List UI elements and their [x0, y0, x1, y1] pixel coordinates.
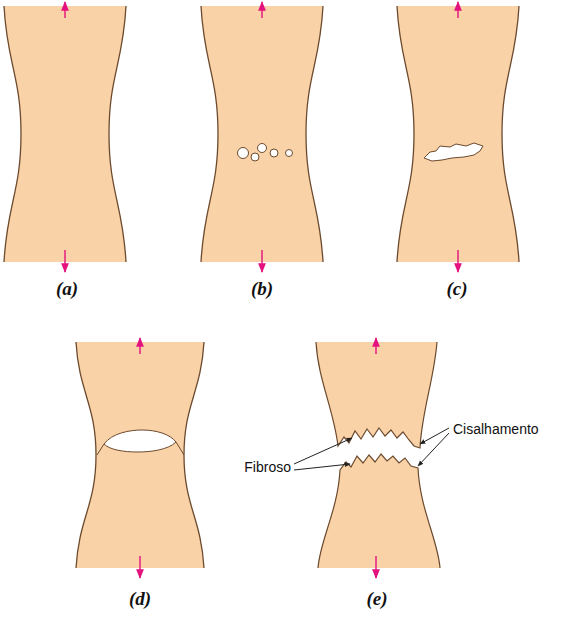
region-label: Cisalhamento [452, 421, 540, 437]
crack [104, 430, 176, 452]
leader-line [418, 433, 449, 466]
leader-line [420, 428, 449, 444]
figure-caption: (c) [446, 278, 467, 300]
microvoid [238, 148, 249, 159]
region-label: Fibroso [243, 459, 292, 475]
specimen-e [316, 342, 440, 568]
microvoid [258, 144, 267, 153]
specimen-c [397, 6, 519, 262]
leader-line [294, 438, 352, 464]
crack [424, 143, 483, 161]
specimen-a [4, 6, 126, 262]
figure-caption: (d) [129, 588, 151, 610]
figure-caption: (a) [56, 278, 78, 300]
leader-line [294, 464, 350, 470]
load-arrow [262, 2, 263, 272]
specimen-d [76, 342, 204, 568]
microvoid [251, 153, 259, 161]
microvoid [270, 149, 278, 157]
microvoid [286, 150, 293, 157]
load-arrow [140, 338, 141, 578]
load-arrow [458, 2, 459, 272]
load-arrow [65, 2, 66, 272]
specimen-b [201, 6, 323, 262]
figure-caption: (e) [366, 588, 387, 610]
load-arrow [376, 338, 377, 578]
figure-caption: (b) [251, 278, 273, 300]
